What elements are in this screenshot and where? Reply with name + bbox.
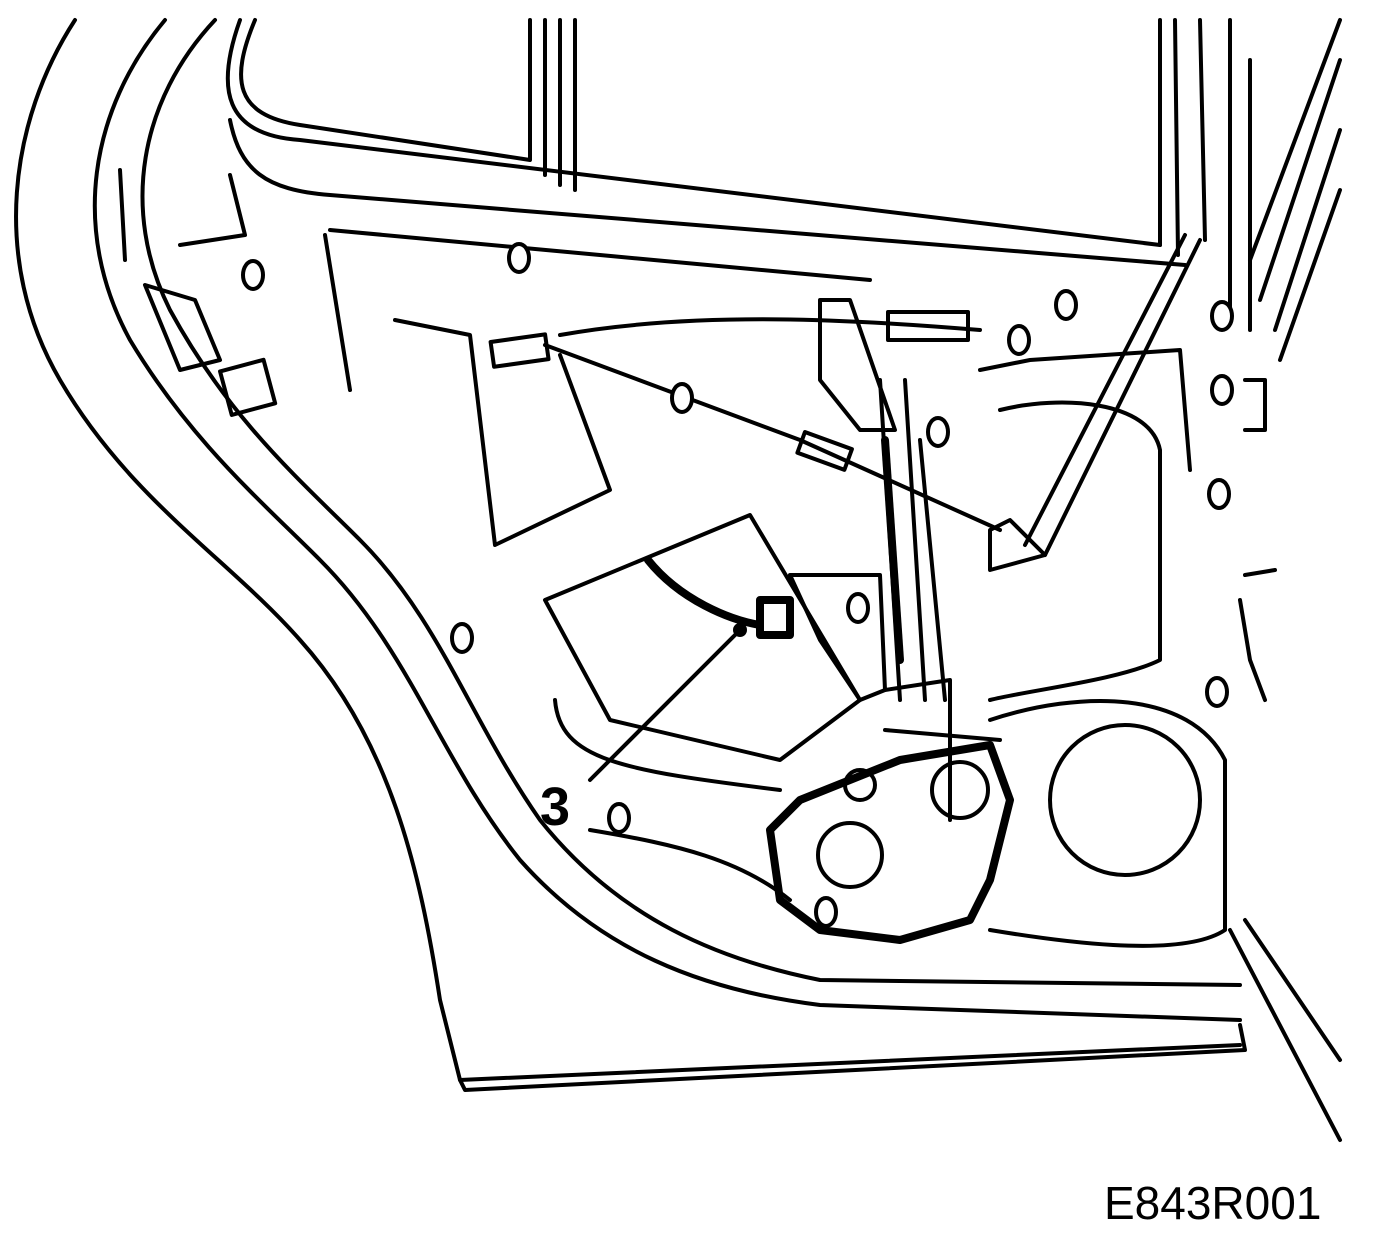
callout-3-dot <box>733 623 747 637</box>
door-outer-edge <box>14 18 1242 1082</box>
callout-3-label: 3 <box>540 777 571 837</box>
regulator-bracket <box>788 573 887 702</box>
door-bottom-sill <box>458 1023 1247 1092</box>
speaker-opening <box>1048 723 1202 877</box>
window-frame-top <box>239 18 532 162</box>
figure-code: E843R001 <box>1104 1177 1322 1229</box>
callout-3-leader <box>588 628 742 782</box>
latch-block <box>218 357 278 417</box>
cable-clip-1 <box>488 332 551 369</box>
motor-harness <box>644 556 764 629</box>
mounting-holes <box>241 242 1234 928</box>
window-pillar <box>543 18 577 192</box>
regulator-motor <box>766 741 1014 944</box>
door-outer-edge-2 <box>92 18 1242 1022</box>
cable-guide <box>1023 233 1202 557</box>
rear-pillar <box>1158 18 1207 257</box>
panel-opening-lower <box>543 513 862 762</box>
inner-panel <box>323 228 872 392</box>
cable-clip-2 <box>795 430 854 472</box>
door-outer-edge-3 <box>140 18 1242 987</box>
connector <box>886 310 970 342</box>
